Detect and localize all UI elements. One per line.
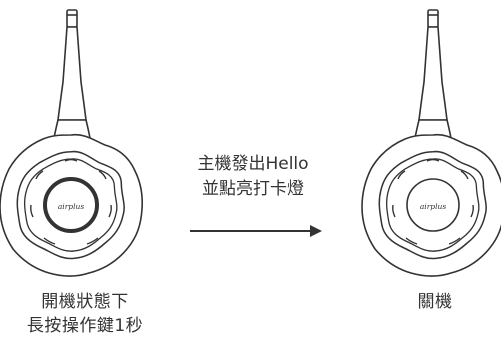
arrow-right <box>190 225 322 237</box>
action-line-1: 主機發出Hello <box>197 154 309 174</box>
left-caption: 開機狀態下 長按操作鍵1秒 <box>10 290 160 338</box>
action-description: 主機發出Hello 並點亮打卡燈 <box>178 152 328 202</box>
antenna-right <box>414 9 452 139</box>
device-left: airplus <box>0 9 144 277</box>
device-right: airplus <box>361 9 501 277</box>
left-caption-line-2: 長按操作鍵1秒 <box>26 316 144 336</box>
center-button-right <box>406 178 460 232</box>
device-logo-left: airplus <box>58 202 84 211</box>
left-caption-line-1: 開機狀態下 <box>41 292 129 312</box>
right-caption: 關機 <box>417 292 453 312</box>
lobe-marks-right <box>392 158 474 245</box>
device-logo-right: airplus <box>420 202 446 211</box>
action-line-2: 並點亮打卡燈 <box>202 179 304 199</box>
lobe-marks-left <box>30 158 112 245</box>
antenna-left <box>53 9 91 139</box>
center-button-left <box>43 177 99 233</box>
